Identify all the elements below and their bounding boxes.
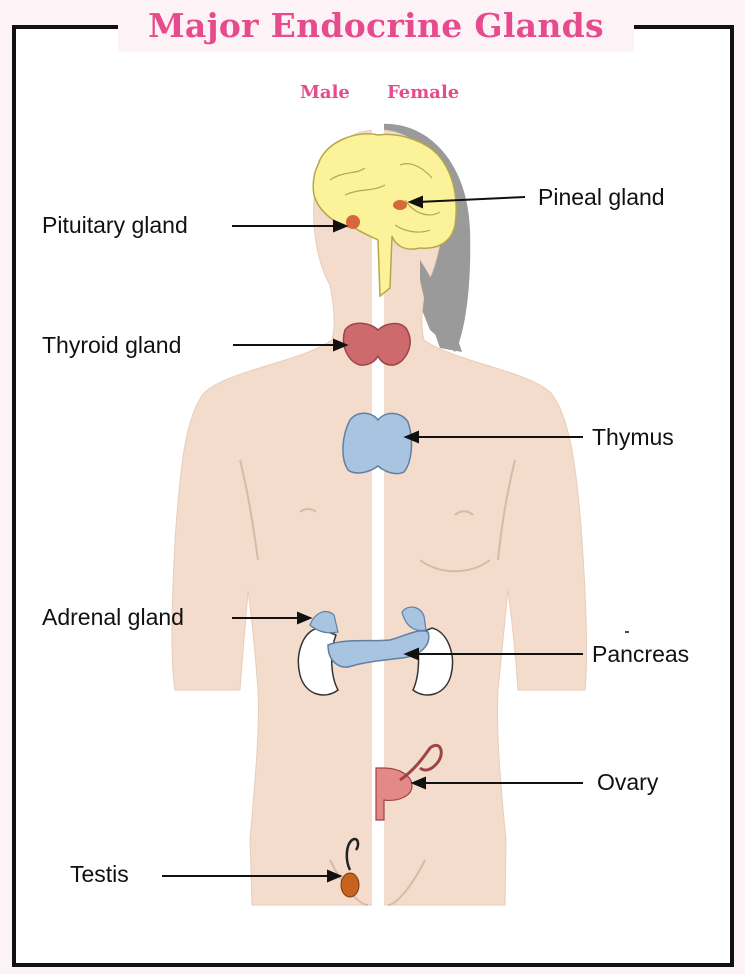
male-side-label: Male bbox=[300, 82, 350, 103]
adrenal-gland-label: Adrenal gland bbox=[42, 603, 184, 631]
pituitary-gland-organ bbox=[346, 215, 360, 229]
testis-label: Testis bbox=[70, 860, 129, 888]
female-side-label: Female bbox=[387, 82, 459, 103]
thyroid-organ bbox=[343, 323, 410, 365]
pineal-gland-organ bbox=[393, 200, 407, 210]
thyroid-gland-label: Thyroid gland bbox=[42, 331, 181, 359]
thymus-organ bbox=[343, 413, 412, 473]
ovary-label: Ovary bbox=[597, 768, 658, 796]
pancreas-label: Pancreas bbox=[592, 640, 689, 668]
pituitary-gland-label: Pituitary gland bbox=[42, 211, 188, 239]
left-kidney bbox=[298, 628, 338, 695]
thymus-label: Thymus bbox=[592, 423, 674, 451]
testis-organ bbox=[341, 873, 359, 897]
pineal-gland-label: Pineal gland bbox=[538, 183, 665, 211]
